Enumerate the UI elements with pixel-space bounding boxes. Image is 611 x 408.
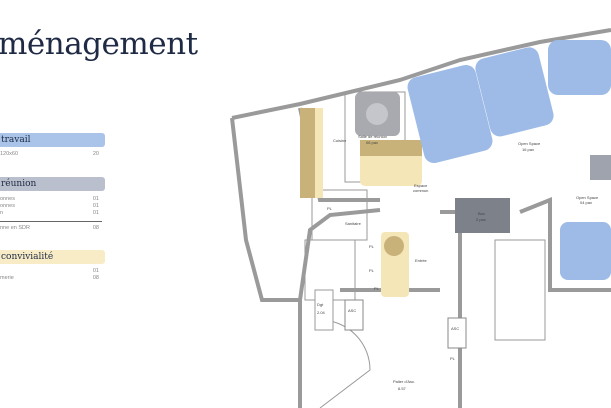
room-capacity: 06 pax: [366, 140, 378, 145]
legend-row-value: 20: [92, 151, 99, 157]
legend-row: 01: [0, 268, 99, 274]
legend-row-label: merie: [0, 275, 14, 281]
room-area: 2.04: [317, 310, 326, 315]
closet-label: PL: [450, 356, 456, 361]
corridor: [314, 289, 334, 331]
elevator: [344, 299, 364, 331]
room-capacity: 16 pax: [522, 147, 534, 152]
elevator-label: ASC: [348, 308, 356, 313]
legend-row-value: 08: [92, 275, 99, 281]
legend-total: nne en SDR 08: [0, 225, 99, 231]
room-label-kitchen: Cuisine: [333, 138, 347, 143]
legend-row-value: 01: [92, 268, 99, 274]
room-label-common: Espace: [414, 183, 428, 188]
legend-row-label: onnes: [0, 203, 15, 209]
legend-row-label: 120x60: [0, 151, 19, 157]
room-label-open-space: Open Space: [576, 195, 599, 200]
desk-cluster: [560, 222, 611, 280]
room-label-sanitary: Sanitaire: [345, 221, 362, 226]
legend-row-label: nne en SDR: [0, 225, 30, 231]
kitchen-zone: [315, 108, 323, 198]
box-room: [455, 198, 510, 233]
legend-row-value: 01: [92, 203, 99, 209]
legend-row-label: onnes: [0, 196, 15, 202]
room-label-meeting: Salle de réunion: [358, 134, 387, 139]
legend-row: onnes 01: [0, 203, 99, 209]
legend-row: onnes 01: [0, 196, 99, 202]
legend-work-header: travail: [0, 133, 105, 147]
desk-cluster: [407, 64, 493, 164]
legend-row-value: 08: [92, 225, 99, 231]
closet-label: PL: [374, 286, 380, 291]
legend-row-value: 01: [92, 196, 99, 202]
room-capacity: 2 pax: [476, 217, 486, 222]
room-label-corridor: Dgt: [317, 302, 324, 307]
room-label-common: commun: [413, 188, 428, 193]
legend-meeting-header: réunion: [0, 177, 105, 191]
legend-row-label: n: [0, 210, 4, 216]
round-table: [384, 236, 404, 256]
desk-cluster: [548, 40, 611, 95]
room-label-landing: Palier d'Asc.: [393, 379, 415, 384]
closet-label: PL: [327, 206, 333, 211]
legend-row: 120x60 20: [0, 151, 99, 157]
room-label-open-space: Open Space: [518, 141, 541, 146]
legend-row-value: 01: [92, 210, 99, 216]
bench: [360, 140, 422, 156]
kitchen-counter: [300, 108, 315, 198]
work-zones: [407, 40, 611, 280]
legend-row: merie 08: [0, 275, 99, 281]
room-area: 6.57: [398, 386, 407, 391]
elevator-label: ASC: [451, 326, 459, 331]
room-capacity: 04 pax: [580, 200, 592, 205]
page-title: ménagement: [0, 26, 198, 62]
closet-label: PL: [369, 268, 375, 273]
room-label-entrance: Entrée: [415, 258, 428, 263]
room-label-box: Box: [478, 211, 485, 216]
meeting-table: [366, 103, 388, 125]
closet-label: PL: [369, 244, 375, 249]
legend-divider: [0, 221, 102, 222]
legend-row: n 01: [0, 210, 99, 216]
desk-cluster: [475, 47, 554, 137]
legend-convivial-header: convivialité: [0, 250, 105, 264]
elevator: [447, 317, 467, 349]
phone-booth: [590, 155, 611, 180]
